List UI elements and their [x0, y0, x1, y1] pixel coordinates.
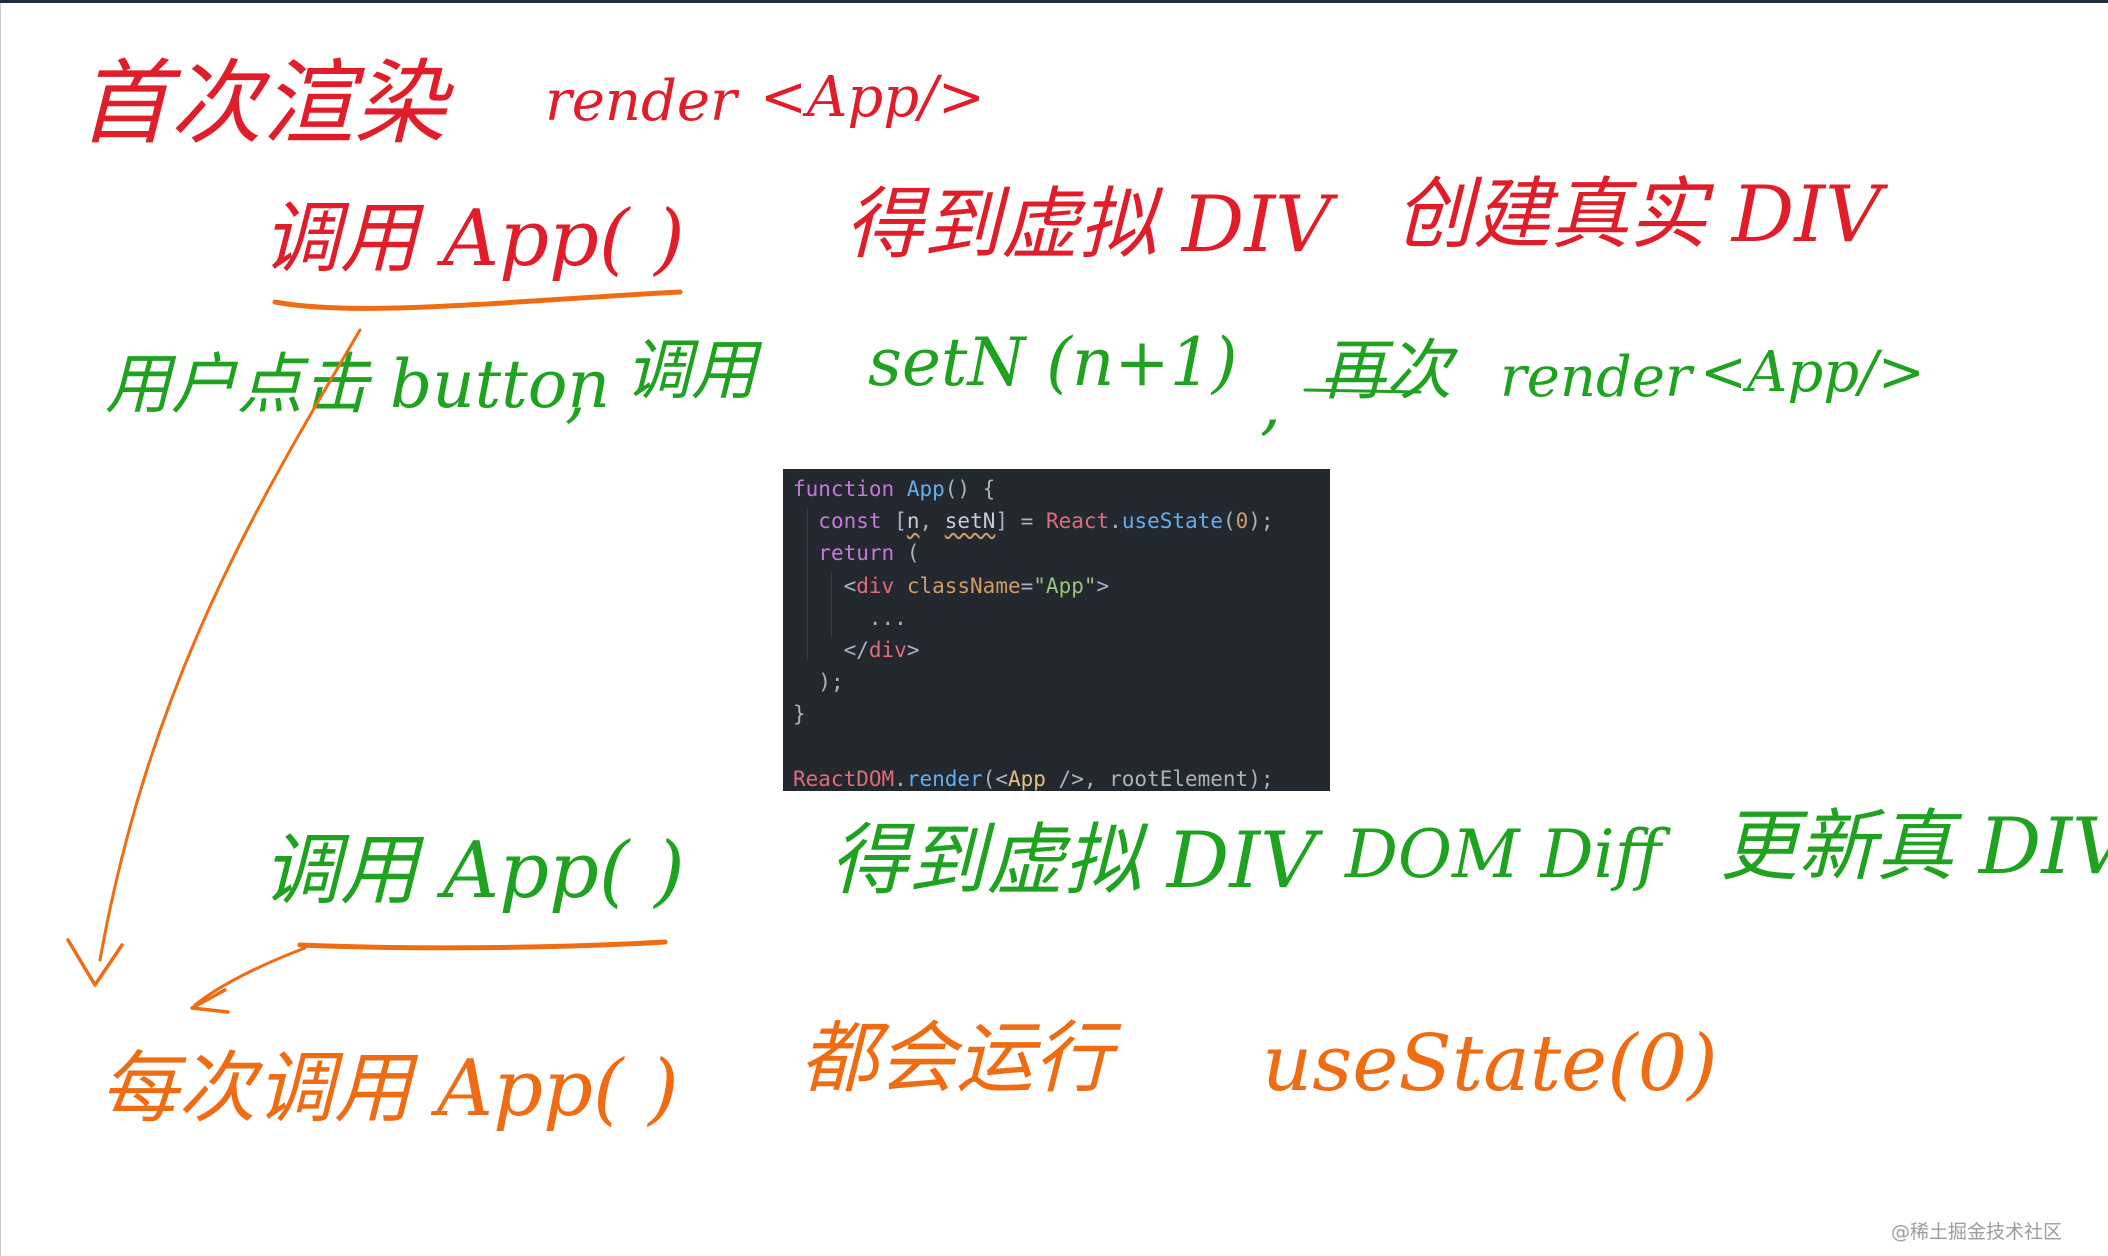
first-render-word: render	[545, 69, 737, 134]
code-line-1: function App() {	[793, 477, 996, 501]
rerender-word: render	[1500, 345, 1692, 410]
watermark: @稀土掘金技术社区	[1890, 1221, 2062, 1243]
call-label: 调用	[625, 332, 757, 409]
underline-second-call	[297, 939, 668, 951]
first-render-title: 首次渲染	[78, 50, 447, 157]
create-real-div: 创建真实 DIV	[1395, 170, 1882, 260]
every-call-app: 每次调用 App( )	[100, 1044, 679, 1134]
code-line-2: const [n, setN] = React.useState(0);	[818, 509, 1274, 534]
code-line-4: <div className="App">	[843, 573, 1110, 598]
arrow-line-second	[193, 946, 307, 1007]
update-real-div: 更新真 DIV	[1720, 802, 2108, 892]
arrowhead-second	[190, 988, 230, 1014]
code-line-7: );	[818, 670, 844, 695]
dom-diff: DOM Diff	[1345, 816, 1662, 893]
code-line-6: </div>	[843, 637, 920, 662]
first-call-app: 调用 App( )	[262, 194, 685, 284]
comma-2: ,	[1260, 366, 1281, 443]
user-click-button: 用户点击 button	[105, 346, 611, 423]
first-get-virtual-div: 得到虚拟 DIV	[845, 180, 1332, 270]
underline-first-call	[272, 289, 683, 311]
indent-guide	[831, 573, 832, 637]
rerender-prefix: 再次	[1320, 332, 1452, 409]
second-get-virtual-div: 得到虚拟 DIV	[830, 816, 1317, 906]
top-border	[0, 0, 2108, 3]
second-call-app: 调用 App( )	[262, 826, 685, 916]
set-n-call: setN (n+1)	[868, 324, 1238, 401]
comma-1: ,	[565, 354, 586, 431]
code-line-8: }	[793, 702, 806, 727]
use-state-call: useState(0)	[1262, 1019, 1718, 1109]
code-line-9	[793, 731, 1330, 763]
first-render-app-tag: <App/>	[760, 65, 985, 130]
will-run: 都会运行	[800, 1014, 1113, 1104]
indent-guide	[807, 509, 808, 659]
arrowhead-left	[66, 938, 124, 987]
code-line-10: ReactDOM.render(<App />, rootElement);	[793, 766, 1274, 791]
code-block: function App() { const [n, setN] = React…	[783, 469, 1330, 791]
left-border	[0, 3, 1, 1256]
code-line-5: ...	[868, 605, 907, 630]
rerender-app-tag: <App/>	[1700, 340, 1925, 405]
code-line-3: return (	[818, 541, 920, 566]
